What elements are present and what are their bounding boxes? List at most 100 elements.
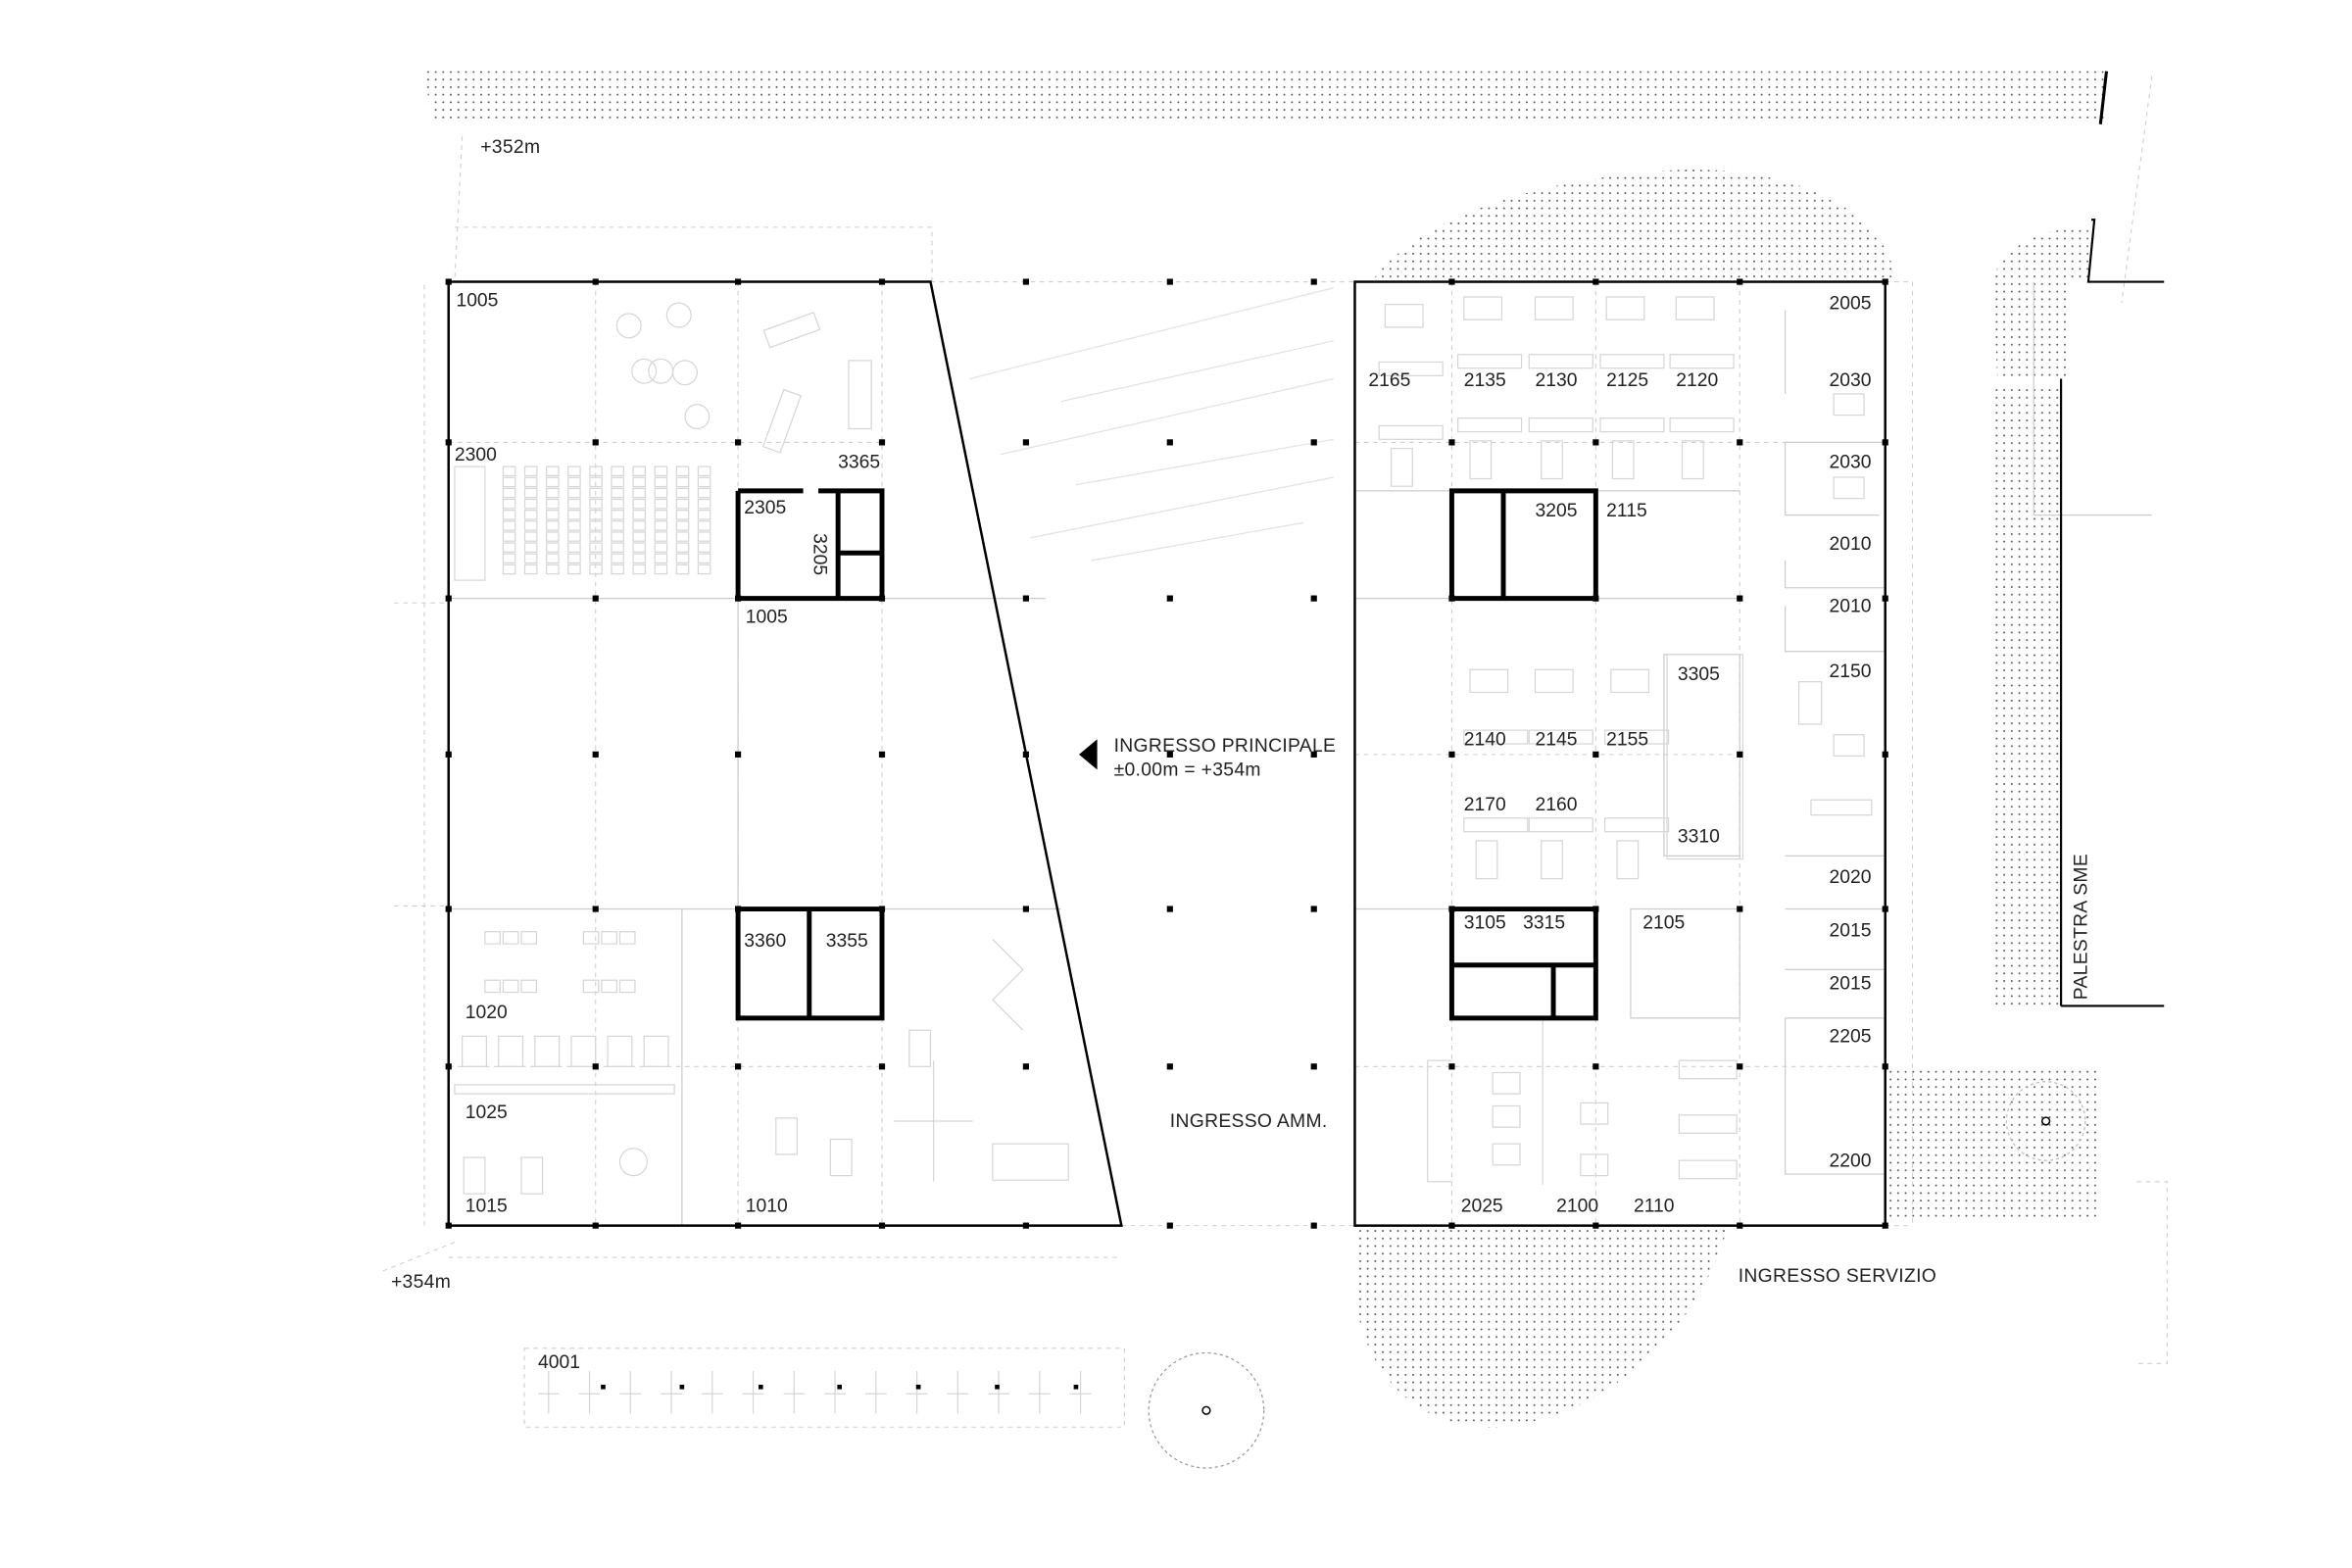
- column: [1022, 1063, 1029, 1070]
- column: [1448, 439, 1455, 446]
- room-label: 2145: [1535, 730, 1577, 751]
- room-label: 2110: [1634, 1197, 1675, 1217]
- column: [1737, 906, 1743, 912]
- room-label: 2120: [1676, 370, 1718, 391]
- column: [1592, 751, 1599, 758]
- column: [1022, 751, 1029, 758]
- room-label: 2015: [1829, 973, 1871, 994]
- column: [878, 906, 886, 912]
- room-label: 3310: [1678, 827, 1720, 848]
- column: [445, 595, 452, 602]
- column: [1882, 595, 1888, 602]
- entrance-arrow-icon: [1079, 739, 1098, 770]
- column: [1448, 1063, 1455, 1070]
- right-building-outline: [1353, 280, 1886, 1227]
- room-label: 2030: [1829, 370, 1871, 391]
- column: [1882, 439, 1888, 446]
- column: [1737, 278, 1743, 285]
- column: [592, 1222, 599, 1229]
- main-entrance-label: INGRESSO PRINCIPALE: [1114, 736, 1337, 757]
- annotations: INGRESSO PRINCIPALE ±0.00m = +354m INGRE…: [391, 137, 2091, 1293]
- column: [878, 751, 886, 758]
- column: [679, 1384, 685, 1390]
- column: [445, 439, 452, 446]
- room-label: 2305: [744, 498, 786, 518]
- column: [1166, 278, 1173, 285]
- column: [1310, 906, 1317, 912]
- column: [735, 439, 742, 446]
- gym-label: PALESTRA SME: [2071, 854, 2091, 1000]
- column: [1166, 906, 1173, 912]
- column: [1882, 1222, 1888, 1229]
- room-label: 3105: [1464, 913, 1506, 934]
- column: [1882, 1063, 1888, 1070]
- column: [1310, 595, 1317, 602]
- column: [878, 439, 886, 446]
- column: [1166, 751, 1173, 758]
- plaza-paving: [969, 287, 1334, 562]
- room-label: 2205: [1829, 1027, 1871, 1048]
- column: [1448, 751, 1455, 758]
- column: [1310, 1222, 1317, 1229]
- column: [1448, 595, 1455, 602]
- column: [915, 1384, 921, 1390]
- room-label: 1025: [466, 1102, 508, 1123]
- room-label: 2015: [1829, 920, 1871, 941]
- column: [592, 278, 599, 285]
- furniture: [454, 296, 1873, 1414]
- room-label: 2025: [1461, 1197, 1503, 1217]
- column: [1310, 751, 1317, 758]
- column: [735, 1063, 742, 1070]
- column: [1166, 595, 1173, 602]
- room-label: 2115: [1606, 501, 1647, 521]
- column: [1592, 439, 1599, 446]
- column: [1737, 751, 1743, 758]
- columns: [445, 278, 1888, 1390]
- column: [1592, 1222, 1599, 1229]
- column: [1448, 906, 1455, 912]
- room-label: 3365: [838, 453, 880, 473]
- room-label: 1005: [456, 290, 498, 311]
- column: [1166, 439, 1173, 446]
- column: [878, 1063, 886, 1070]
- room-label: 1020: [466, 1003, 508, 1023]
- room-label: 2300: [455, 445, 497, 466]
- column: [1592, 595, 1599, 602]
- room-label: 3360: [744, 931, 786, 952]
- column: [592, 595, 599, 602]
- column: [445, 278, 452, 285]
- terrain-hatch: [423, 71, 2107, 1428]
- column: [1310, 278, 1317, 285]
- column: [878, 1222, 886, 1229]
- room-label: 2155: [1606, 730, 1648, 751]
- column: [1737, 1063, 1743, 1070]
- column: [1882, 906, 1888, 912]
- column: [1448, 1222, 1455, 1229]
- column: [1592, 906, 1599, 912]
- room-label: 3315: [1523, 913, 1565, 934]
- gym-outline: [2060, 219, 2165, 1007]
- room-label: 2200: [1829, 1151, 1871, 1171]
- building-outlines: [447, 71, 2165, 1227]
- column: [758, 1384, 763, 1390]
- column: [1166, 1063, 1173, 1070]
- column: [445, 751, 452, 758]
- room-label: 4001: [538, 1352, 580, 1373]
- left-building-outline: [447, 280, 1123, 1227]
- room-label: 1005: [746, 607, 788, 627]
- room-label: 2005: [1829, 293, 1871, 314]
- level-south: +354m: [391, 1272, 451, 1293]
- column: [601, 1384, 606, 1390]
- room-label: 2170: [1464, 795, 1506, 815]
- room-label: 2010: [1829, 534, 1871, 555]
- column: [1737, 439, 1743, 446]
- column: [1882, 278, 1888, 285]
- column: [995, 1384, 1000, 1390]
- column: [1310, 1063, 1317, 1070]
- column: [445, 1222, 452, 1229]
- room-label: 2125: [1606, 370, 1648, 391]
- column: [1073, 1384, 1079, 1390]
- column: [445, 906, 452, 912]
- column: [735, 906, 742, 912]
- column: [1310, 439, 1317, 446]
